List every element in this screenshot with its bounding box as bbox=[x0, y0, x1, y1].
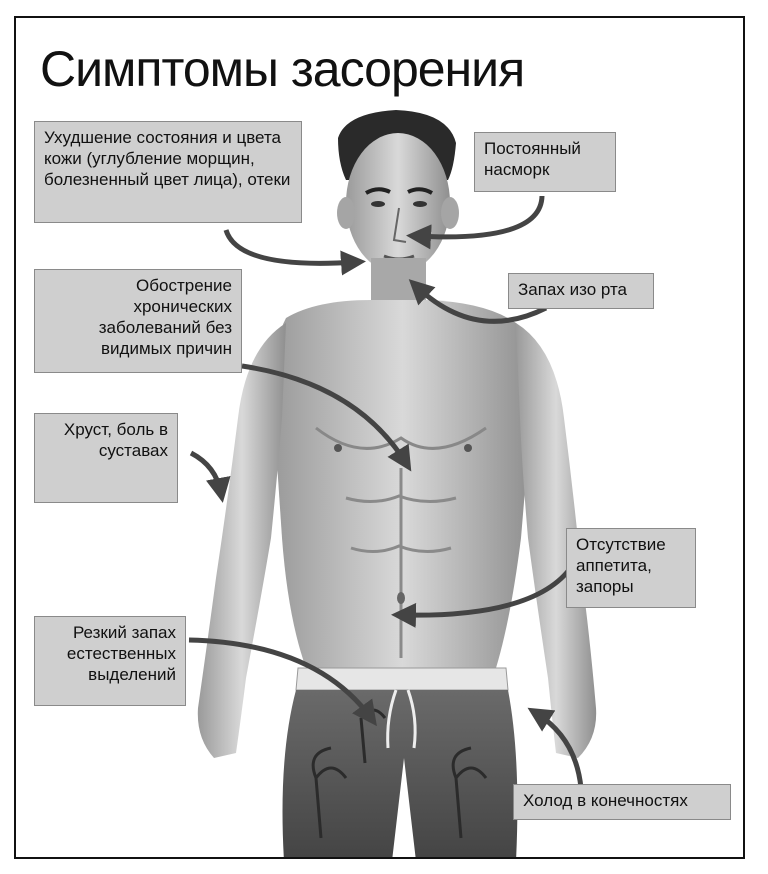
label-chronic: Обострение хронических заболеваний без в… bbox=[34, 269, 242, 373]
label-joints: Хруст, боль в суставах bbox=[34, 413, 178, 503]
arrow-joints bbox=[189, 450, 231, 503]
arrow-skin bbox=[223, 229, 366, 276]
pointer-arrows bbox=[188, 195, 584, 789]
arrow-chronic bbox=[241, 363, 412, 472]
human-figure-illustration bbox=[197, 110, 597, 857]
arrow-odor bbox=[188, 637, 377, 727]
label-appetite: Отсутствие аппетита, запоры bbox=[566, 528, 696, 608]
arrow-appetite bbox=[391, 564, 575, 628]
label-runny-nose: Постоянный насморк bbox=[474, 132, 616, 192]
arrow-runny-nose bbox=[406, 195, 545, 250]
label-cold-limbs: Холод в конечностях bbox=[513, 784, 731, 820]
label-odor: Резкий запах естественных выделений bbox=[34, 616, 186, 706]
arrow-bad-breath bbox=[408, 279, 548, 324]
infographic-frame: Симптомы засорения bbox=[14, 16, 745, 859]
label-skin: Ухудшение состояния и цвета кожи (углубл… bbox=[34, 121, 302, 223]
page-title: Симптомы засорения bbox=[40, 41, 525, 97]
label-bad-breath: Запах изо рта bbox=[508, 273, 654, 309]
arrow-cold-limbs bbox=[527, 707, 584, 789]
